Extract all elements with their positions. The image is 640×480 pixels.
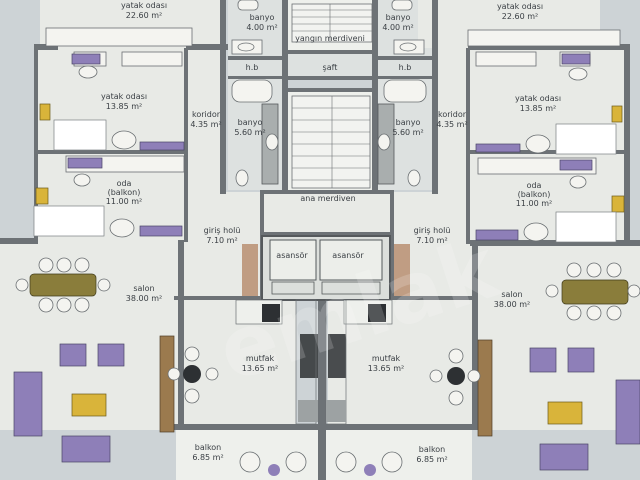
label-salon-right-area: 38.00 m² [494, 300, 530, 309]
label-banyo2-left-name: banyo [238, 118, 263, 127]
label-oda-left-area: 11.00 m² [106, 197, 142, 206]
label-giris-right-area: 7.10 m² [416, 236, 447, 245]
label-balkon-left-area: 6.85 m² [192, 453, 223, 462]
label-oda-left-sub: (balkon) [108, 188, 141, 197]
label-mutfak-left-area: 13.65 m² [242, 364, 278, 373]
bedroom-furniture [33, 27, 625, 243]
label-asansor-1: asansör [276, 251, 308, 260]
label-oda-right-area: 11.00 m² [516, 199, 552, 208]
elevator-block [242, 235, 410, 301]
label-salon-right-name: salon [501, 290, 522, 299]
label-balkon-right-name: balkon [419, 445, 446, 454]
label-hb-right: h.b [399, 63, 412, 72]
label-yatak-left-name: yatak odası [121, 1, 167, 10]
label-banyo-tr-area: 4.00 m² [382, 23, 413, 32]
label-saft: şaft [323, 63, 338, 72]
label-mutfak-left-name: mutfak [246, 354, 275, 363]
label-yatak-right-area: 22.60 m² [502, 12, 538, 21]
label-yangin: yangın merdiveni [295, 34, 365, 43]
label-yatak-left-area: 22.60 m² [126, 11, 162, 20]
label-yatak2-left-area: 13.85 m² [106, 102, 142, 111]
room-labels: yatak odası 22.60 m² yatak odası 22.60 m… [101, 1, 561, 464]
label-salon-left-area: 38.00 m² [126, 294, 162, 303]
fire-escape-stairs [291, 3, 373, 43]
label-yatak2-left-name: yatak odası [101, 92, 147, 101]
label-mutfak-right-area: 13.65 m² [368, 364, 404, 373]
label-banyo2-left-area: 5.60 m² [234, 128, 265, 137]
label-banyo-tl-area: 4.00 m² [246, 23, 277, 32]
label-banyo-tl-name: banyo [250, 13, 275, 22]
label-yatak2-right-name: yatak odası [515, 94, 561, 103]
label-salon-left-name: salon [133, 284, 154, 293]
label-banyo-tr-name: banyo [386, 13, 411, 22]
label-koridor-right-area: 4.35 m² [436, 120, 467, 129]
label-asansor-2: asansör [332, 251, 364, 260]
bath-fixtures [231, 0, 427, 187]
label-balkon-left-name: balkon [195, 443, 222, 452]
label-hb-left: h.b [246, 63, 259, 72]
main-stairs [291, 95, 371, 189]
label-mutfak-right-name: mutfak [372, 354, 401, 363]
label-giris-left-area: 7.10 m² [206, 236, 237, 245]
label-oda-right-name: oda [527, 181, 542, 190]
salon-furniture [13, 257, 640, 471]
label-oda-right-sub: (balkon) [518, 190, 551, 199]
label-banyo2-right-area: 5.60 m² [392, 128, 423, 137]
label-koridor-right-name: koridor [438, 110, 467, 119]
label-yatak-right-name: yatak odası [497, 2, 543, 11]
label-ana-merdiven: ana merdiven [300, 194, 355, 203]
label-giris-left-name: giriş holü [204, 226, 241, 235]
balcony-furniture [239, 451, 403, 476]
label-yatak2-right-area: 13.85 m² [520, 104, 556, 113]
label-koridor-left-name: koridor [192, 110, 221, 119]
kitchen-furniture [167, 299, 481, 425]
label-koridor-left-area: 4.35 m² [190, 120, 221, 129]
label-oda-left-name: oda [117, 179, 132, 188]
label-balkon-right-area: 6.85 m² [416, 455, 447, 464]
label-giris-right-name: giriş holü [414, 226, 451, 235]
label-banyo2-right-name: banyo [396, 118, 421, 127]
